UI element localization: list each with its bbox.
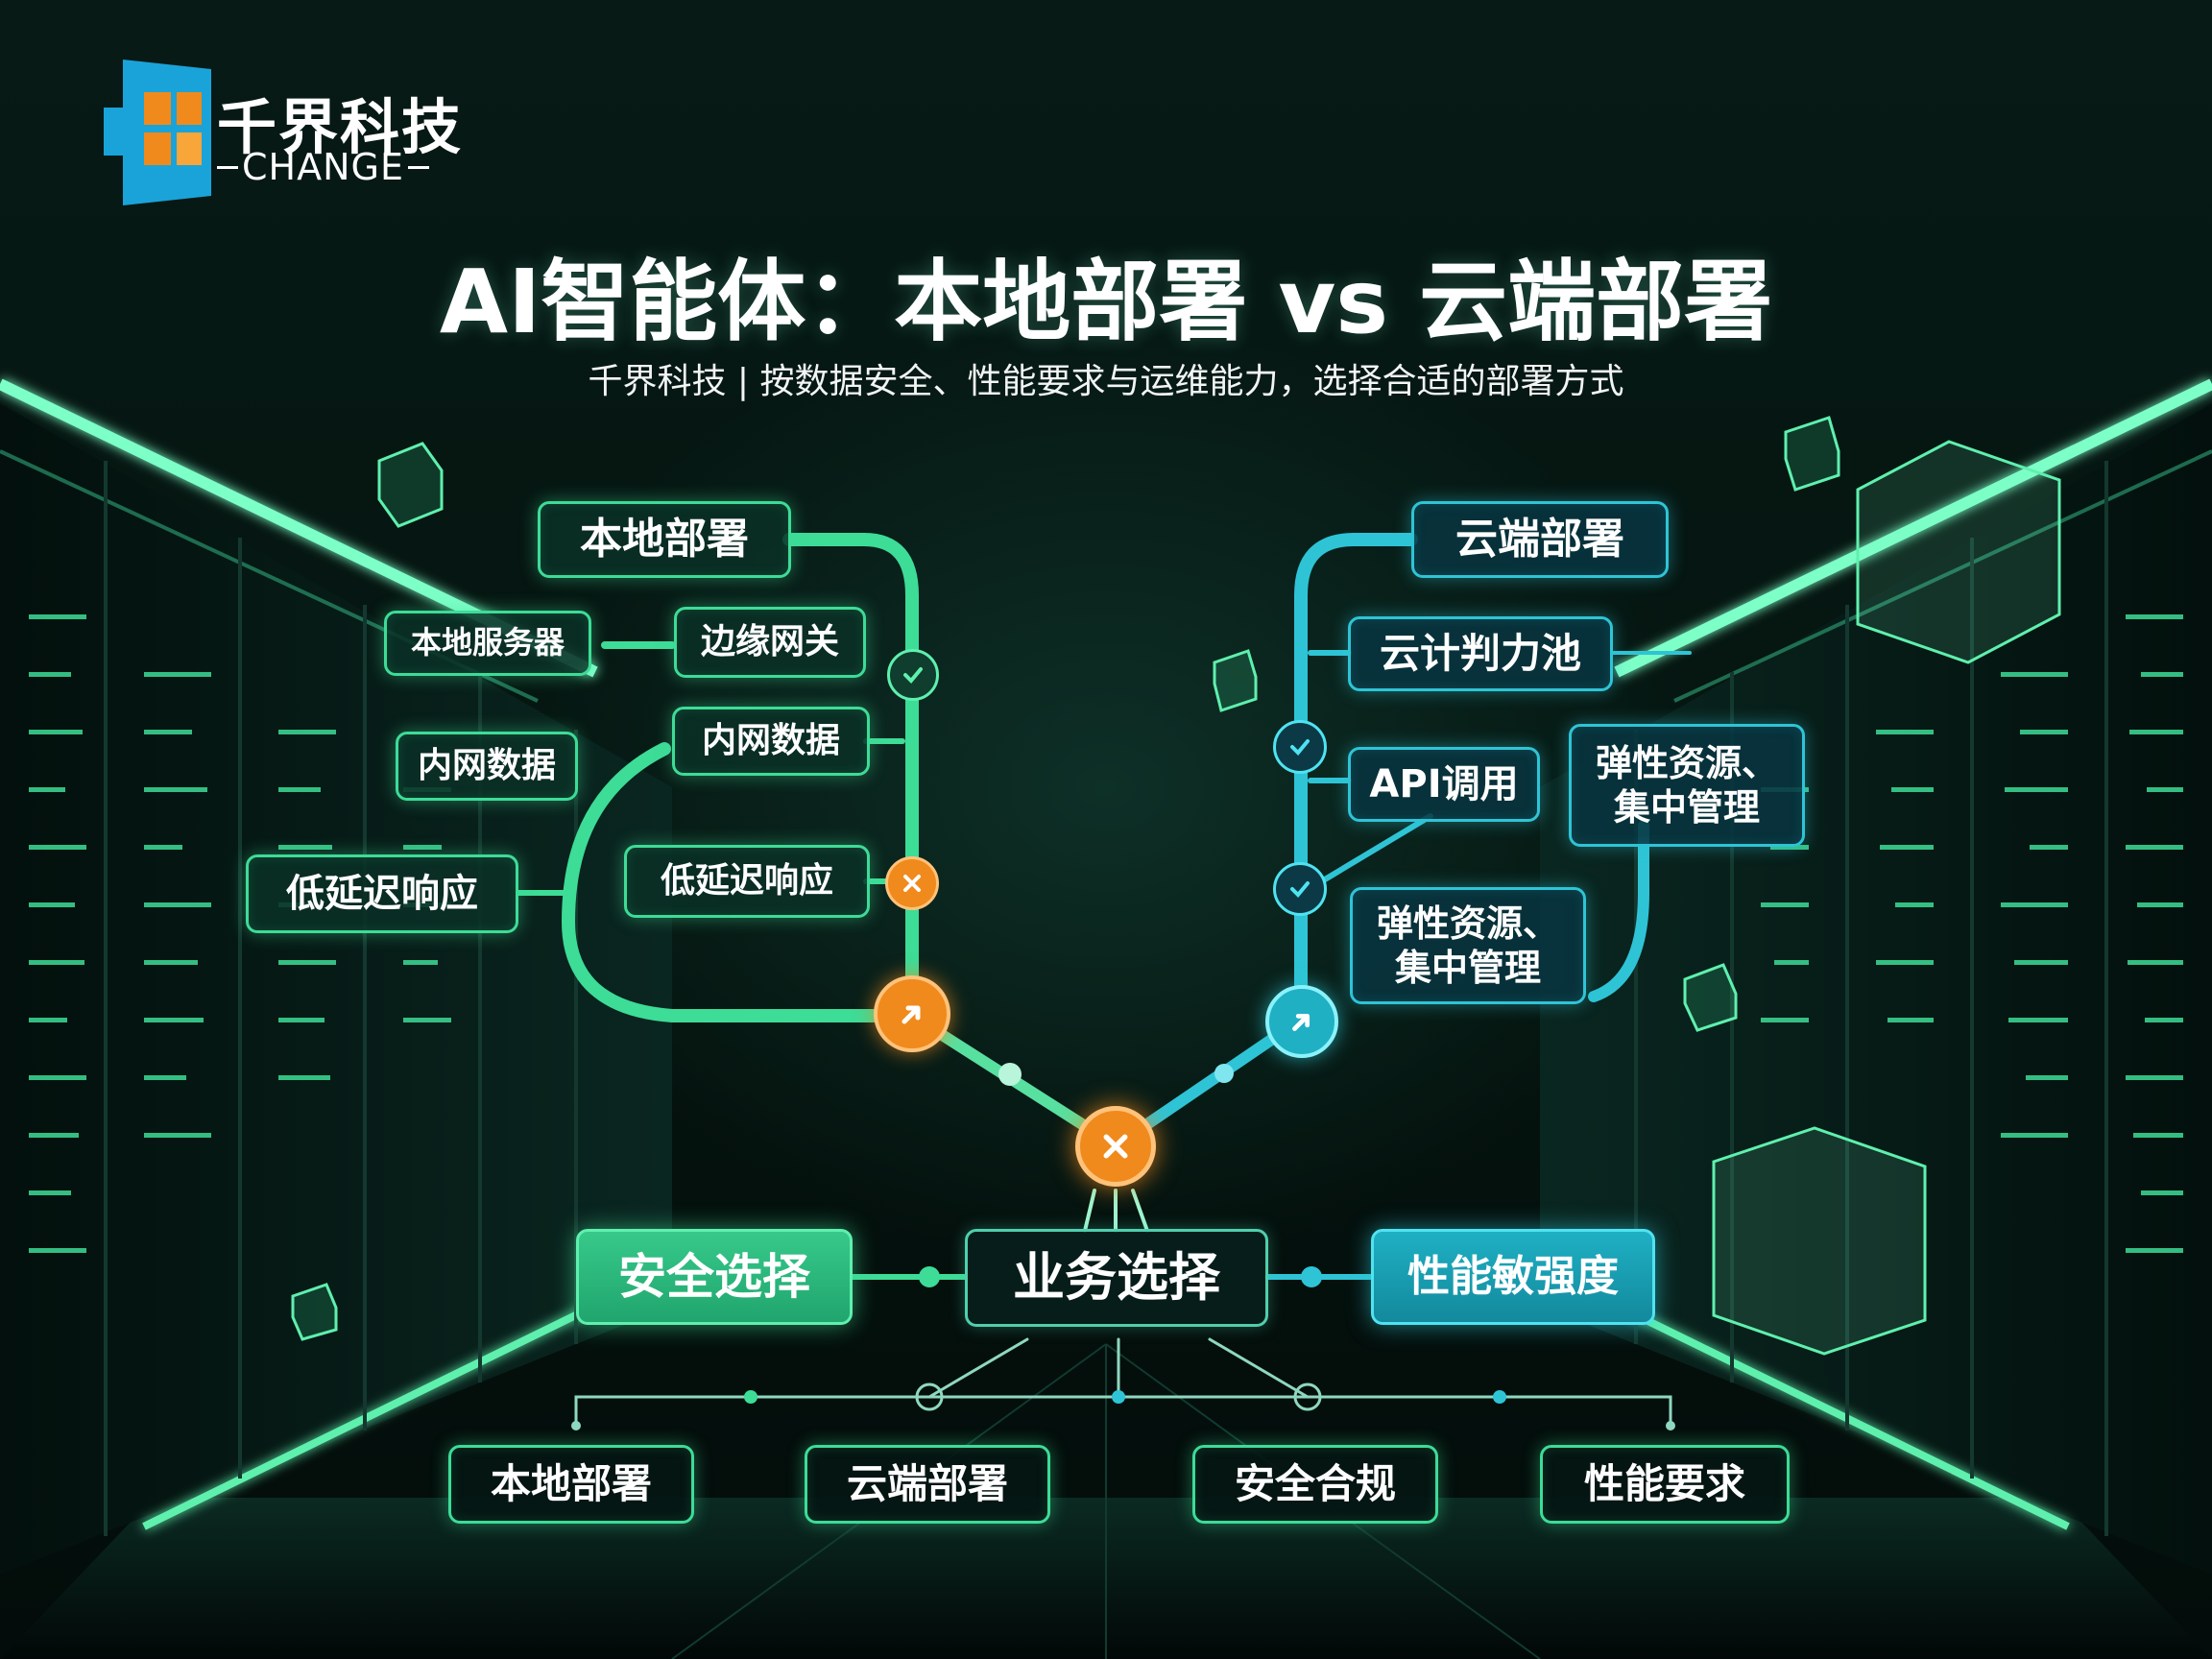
local-root-box: 本地部署 xyxy=(538,501,791,578)
logo-name-en: CHANGE xyxy=(213,146,433,188)
check-node xyxy=(887,649,939,701)
close-icon xyxy=(1103,1134,1128,1159)
low-latency-left-box: 低延迟响应 xyxy=(246,854,518,933)
page-subtitle: 千界科技 | 按数据安全、性能要求与运维能力，选择合适的部署方式 xyxy=(588,362,1624,401)
cloud-compute-pool-box: 云计判力池 xyxy=(1348,616,1613,691)
low-latency-right-box: 低延迟响应 xyxy=(624,845,870,918)
security-choice-box: 安全选择 xyxy=(576,1229,853,1325)
bottom-performance-box: 性能要求 xyxy=(1540,1445,1790,1524)
arrow-icon xyxy=(1292,1013,1310,1031)
cloud-node-lower xyxy=(1273,862,1327,916)
close-node-local xyxy=(885,856,939,910)
page-title: AI智能体：本地部署 vs 云端部署 xyxy=(439,251,1773,353)
cloud-root-box: 云端部署 xyxy=(1411,501,1669,578)
performance-box: 性能敏强度 xyxy=(1371,1229,1655,1325)
arrow-node-local xyxy=(874,975,950,1052)
local-server-box: 本地服务器 xyxy=(384,611,591,676)
elastic-resource-right-box: 弹性资源、 集中管理 xyxy=(1569,724,1805,847)
business-choice-box: 业务选择 xyxy=(965,1229,1268,1327)
bottom-local-deploy-box: 本地部署 xyxy=(448,1445,694,1524)
api-call-box: API调用 xyxy=(1348,747,1540,822)
bottom-cloud-deploy-box: 云端部署 xyxy=(805,1445,1050,1524)
arrow-node-cloud xyxy=(1265,985,1338,1058)
logo-name-en-text: CHANGE xyxy=(242,146,404,188)
elastic-resource-left-box: 弹性资源、 集中管理 xyxy=(1350,887,1586,1004)
arrow-icon xyxy=(902,1005,921,1024)
bottom-compliance-box: 安全合规 xyxy=(1192,1445,1438,1524)
check-icon xyxy=(903,667,923,684)
cloud-node-upper xyxy=(1273,720,1327,774)
close-icon xyxy=(903,875,921,892)
intranet-data-right-box: 内网数据 xyxy=(672,707,870,776)
logo-mark-icon xyxy=(104,60,211,205)
check-icon xyxy=(1290,881,1310,898)
intranet-data-left-box: 内网数据 xyxy=(396,732,578,801)
logo-name-cn: 千界科技 xyxy=(217,92,464,162)
check-icon xyxy=(1290,739,1310,756)
cube-decoration xyxy=(291,416,2061,1356)
edge-gateway-box: 边缘网关 xyxy=(674,607,866,678)
close-node-center xyxy=(1075,1106,1156,1187)
